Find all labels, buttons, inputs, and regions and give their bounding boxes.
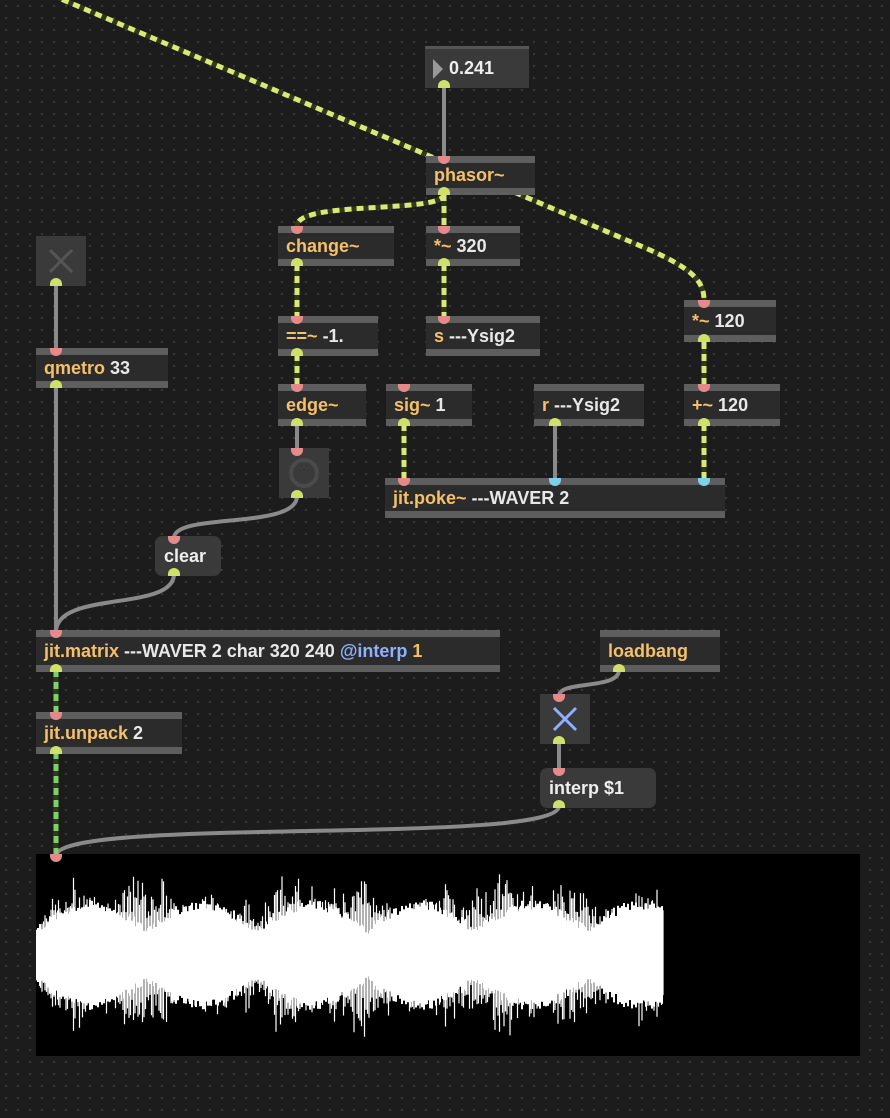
inlet[interactable] xyxy=(698,300,710,308)
circle-icon xyxy=(289,458,319,488)
object-class: *~ xyxy=(434,235,452,256)
outlet[interactable] xyxy=(553,800,565,808)
object-class: edge~ xyxy=(286,394,339,415)
outlet[interactable] xyxy=(438,187,450,195)
object-mult-120[interactable]: *~ 120 xyxy=(684,300,776,342)
object-class: +~ xyxy=(692,394,714,415)
outlet[interactable] xyxy=(438,80,450,88)
inlet[interactable] xyxy=(398,478,410,486)
inlet[interactable] xyxy=(698,478,710,486)
outlet[interactable] xyxy=(50,664,62,672)
outlet[interactable] xyxy=(291,258,303,266)
object-argument: ---WAVER 2 xyxy=(471,487,570,508)
cord-bang-to-clear xyxy=(172,494,299,540)
inlet[interactable] xyxy=(549,478,561,486)
cord-clear-to-matrix xyxy=(54,572,176,634)
message-label: clear xyxy=(164,545,207,566)
bang-button[interactable] xyxy=(279,448,329,498)
object-argument: ---Ysig2 xyxy=(449,325,516,346)
inlet[interactable] xyxy=(438,316,450,324)
object-argument: ---Ysig2 xyxy=(554,394,621,415)
object-class: s xyxy=(434,325,445,346)
object-argument: ---WAVER 2 char 320 240 xyxy=(124,640,335,661)
object-class: *~ xyxy=(692,310,710,331)
outlet[interactable] xyxy=(553,736,565,744)
cord-phasor-to-change xyxy=(294,192,447,227)
inlet[interactable] xyxy=(168,536,180,544)
x-icon xyxy=(48,248,74,274)
jit-pwindow-display[interactable] xyxy=(35,854,860,1056)
outlet[interactable] xyxy=(698,334,710,342)
outlet[interactable] xyxy=(50,278,62,286)
object-argument: 120 xyxy=(714,310,745,331)
object-argument: 33 xyxy=(110,357,131,378)
cord-loadbang-to-toggle xyxy=(557,668,621,698)
object-attribute-value: 1 xyxy=(412,640,423,661)
object-argument: 120 xyxy=(718,394,749,415)
object-class: jit.unpack xyxy=(44,722,129,743)
toggle-on[interactable] xyxy=(540,694,590,744)
object-class: qmetro xyxy=(44,357,106,378)
outlet[interactable] xyxy=(549,418,561,426)
outlet[interactable] xyxy=(50,746,62,754)
object-class: jit.poke~ xyxy=(393,487,467,508)
outlet[interactable] xyxy=(291,348,303,356)
object-class: phasor~ xyxy=(434,165,505,185)
inlet[interactable] xyxy=(50,348,62,356)
object-class: change~ xyxy=(286,235,360,256)
inlet[interactable] xyxy=(553,768,565,776)
object-class: jit.matrix xyxy=(44,640,120,661)
toggle-off[interactable] xyxy=(36,236,86,286)
object-class: r xyxy=(542,394,550,415)
outlet[interactable] xyxy=(698,418,710,426)
outlet[interactable] xyxy=(291,418,303,426)
object-class: loadbang xyxy=(608,640,688,661)
inlet[interactable] xyxy=(50,630,62,638)
outlet[interactable] xyxy=(50,380,62,388)
inlet[interactable] xyxy=(291,448,303,456)
inlet[interactable] xyxy=(398,384,410,392)
x-icon xyxy=(552,706,578,732)
object-loadbang[interactable]: loadbang xyxy=(600,630,720,672)
message-label: interp $1 xyxy=(549,777,625,798)
waveform-display xyxy=(35,874,664,1037)
inlet[interactable] xyxy=(50,712,62,720)
number-value: 0.241 xyxy=(449,58,495,78)
outlet[interactable] xyxy=(291,490,303,498)
object-argument: -1. xyxy=(322,325,344,346)
object-argument: 2 xyxy=(133,722,144,743)
inlet[interactable] xyxy=(50,854,62,862)
object-attribute: @interp xyxy=(339,640,408,661)
number-triangle-icon xyxy=(433,58,443,79)
outlet[interactable] xyxy=(168,568,180,576)
object-class: ==~ xyxy=(286,325,318,346)
inlet[interactable] xyxy=(291,384,303,392)
inlet[interactable] xyxy=(553,694,565,702)
outlet[interactable] xyxy=(398,418,410,426)
object-argument: 320 xyxy=(456,235,487,256)
object-class: sig~ xyxy=(394,394,431,415)
outlet[interactable] xyxy=(613,664,625,672)
inlet[interactable] xyxy=(698,384,710,392)
cord-interp-to-display xyxy=(54,804,561,858)
inlet[interactable] xyxy=(291,316,303,324)
message-clear[interactable]: clear xyxy=(155,536,221,576)
object-jit-matrix[interactable]: jit.matrix ---WAVER 2 char 320 240 @inte… xyxy=(36,630,500,672)
object-argument: 1 xyxy=(435,394,446,415)
outlet[interactable] xyxy=(438,258,450,266)
